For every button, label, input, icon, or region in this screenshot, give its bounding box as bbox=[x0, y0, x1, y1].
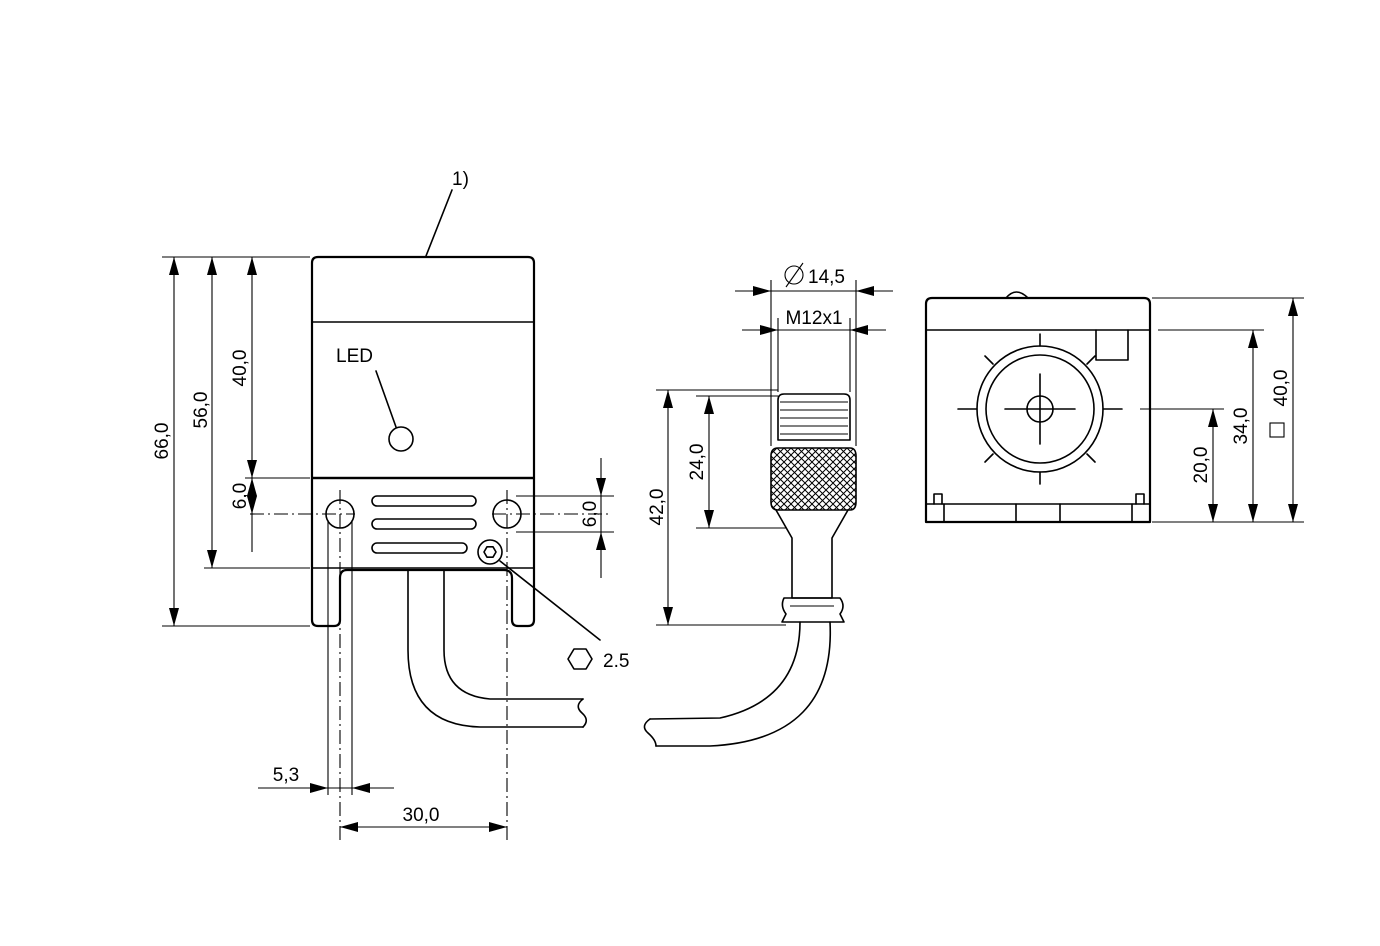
square-icon bbox=[1269, 422, 1285, 438]
hex-socket-icon bbox=[567, 648, 593, 670]
connector-dimensions bbox=[656, 262, 893, 626]
hex-size-label: 2.5 bbox=[603, 651, 629, 672]
front-dimensions bbox=[162, 256, 614, 832]
dim-42: 42,0 bbox=[647, 489, 668, 526]
connector-view bbox=[643, 393, 857, 747]
dim-34: 34,0 bbox=[1231, 408, 1252, 445]
dim-24: 24,0 bbox=[687, 444, 708, 481]
front-view bbox=[250, 189, 610, 840]
dim-6-left: 6,0 bbox=[230, 483, 251, 509]
led-indicator bbox=[388, 426, 414, 452]
dim-30: 30,0 bbox=[403, 805, 440, 826]
note-label: 1) bbox=[452, 169, 469, 190]
dim-square-40: 40,0 bbox=[1271, 370, 1292, 407]
dim-6-right: 6,0 bbox=[580, 501, 601, 527]
dim-diameter: 14,5 bbox=[808, 267, 845, 288]
led-label: LED bbox=[336, 346, 373, 367]
top-dimensions bbox=[1140, 297, 1304, 523]
dim-56: 56,0 bbox=[191, 392, 212, 429]
diameter-icon bbox=[784, 265, 804, 285]
dim-5-3: 5,3 bbox=[273, 765, 299, 786]
dim-thread: M12x1 bbox=[785, 308, 842, 329]
dim-40: 40,0 bbox=[230, 350, 251, 387]
top-view bbox=[924, 291, 1152, 524]
dim-20: 20,0 bbox=[1191, 447, 1212, 484]
dim-66: 66,0 bbox=[152, 423, 173, 460]
